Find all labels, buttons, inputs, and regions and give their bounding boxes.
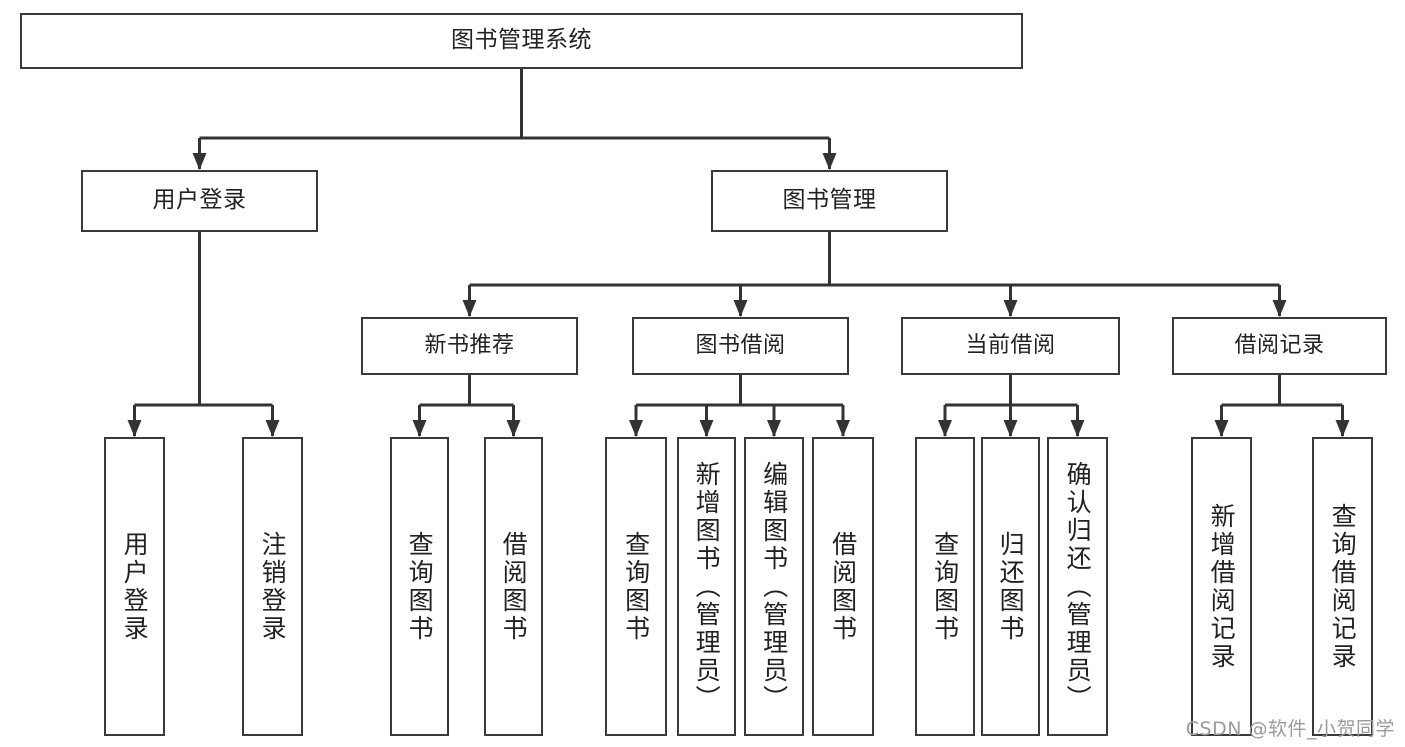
node-leaf-confirm-return[interactable]: 确认归还（管理员）: [1047, 437, 1108, 736]
node-label: 查询图书: [405, 530, 435, 643]
arrowhead-icon: [192, 153, 207, 170]
node-label: 图书借阅: [695, 332, 786, 358]
arrowhead-icon: [1003, 300, 1018, 317]
node-leaf-add-book[interactable]: 新增图书（管理员）: [677, 437, 736, 736]
node-label: 图书管理: [782, 187, 877, 214]
node-leaf-return-book[interactable]: 归还图书: [981, 437, 1040, 736]
arrowhead-icon: [1214, 420, 1229, 437]
node-label: 借阅记录: [1234, 332, 1325, 358]
node-label: 当前借阅: [965, 332, 1056, 358]
arrowhead-icon: [629, 420, 643, 437]
arrowhead-icon: [265, 420, 280, 437]
arrowhead-icon: [699, 420, 714, 437]
node-leaf-query-book-2[interactable]: 查询图书: [605, 437, 667, 736]
node-label: 编辑图书（管理员）: [759, 460, 789, 713]
node-leaf-query-book-3[interactable]: 查询图书: [915, 437, 975, 736]
arrowhead-icon: [1003, 420, 1018, 437]
node-current-borrow[interactable]: 当前借阅: [901, 317, 1120, 375]
node-label: 查询图书: [621, 530, 651, 643]
node-leaf-logout[interactable]: 注销登录: [242, 437, 303, 736]
arrowhead-icon: [1272, 300, 1287, 317]
node-book-manage[interactable]: 图书管理: [711, 170, 948, 232]
watermark: CSDN @软件_小贺同学: [1185, 718, 1395, 740]
node-leaf-borrow-book-1[interactable]: 借阅图书: [484, 437, 543, 736]
node-label: 注销登录: [258, 530, 288, 643]
arrowhead-icon: [1335, 420, 1350, 437]
node-root[interactable]: 图书管理系统: [20, 13, 1023, 69]
node-leaf-edit-book[interactable]: 编辑图书（管理员）: [744, 437, 804, 736]
arrowhead-icon: [767, 420, 781, 437]
arrowhead-icon: [1070, 420, 1085, 437]
arrowhead-icon: [462, 300, 477, 317]
node-leaf-add-record[interactable]: 新增借阅记录: [1191, 437, 1252, 736]
node-label: 新增借阅记录: [1207, 502, 1237, 671]
arrowhead-icon: [836, 420, 850, 437]
node-label: 确认归还（管理员）: [1063, 460, 1093, 713]
arrowhead-icon: [822, 153, 837, 170]
node-label: 用户登录: [152, 187, 247, 214]
node-leaf-borrow-book-2[interactable]: 借阅图书: [812, 437, 874, 736]
node-user-login[interactable]: 用户登录: [81, 170, 318, 232]
node-label: 新增图书（管理员）: [692, 460, 722, 713]
node-book-borrow[interactable]: 图书借阅: [632, 317, 849, 375]
arrowhead-icon: [938, 420, 952, 437]
node-label: 图书管理系统: [451, 27, 592, 54]
node-label: 新书推荐: [424, 332, 515, 358]
arrowhead-icon: [733, 300, 748, 317]
node-borrow-record[interactable]: 借阅记录: [1172, 317, 1387, 375]
node-label: 归还图书: [996, 530, 1026, 643]
arrowhead-icon: [127, 420, 142, 437]
node-leaf-query-record[interactable]: 查询借阅记录: [1312, 437, 1373, 736]
node-label: 借阅图书: [828, 530, 858, 643]
node-leaf-query-book-1[interactable]: 查询图书: [390, 437, 449, 736]
arrowhead-icon: [506, 420, 521, 437]
node-leaf-user-login[interactable]: 用户登录: [104, 437, 165, 736]
node-label: 查询图书: [930, 530, 960, 643]
node-new-book-recommend[interactable]: 新书推荐: [361, 317, 578, 375]
node-label: 查询借阅记录: [1328, 502, 1358, 671]
arrowhead-icon: [412, 420, 427, 437]
node-label: 用户登录: [120, 530, 150, 643]
node-label: 借阅图书: [499, 530, 529, 643]
